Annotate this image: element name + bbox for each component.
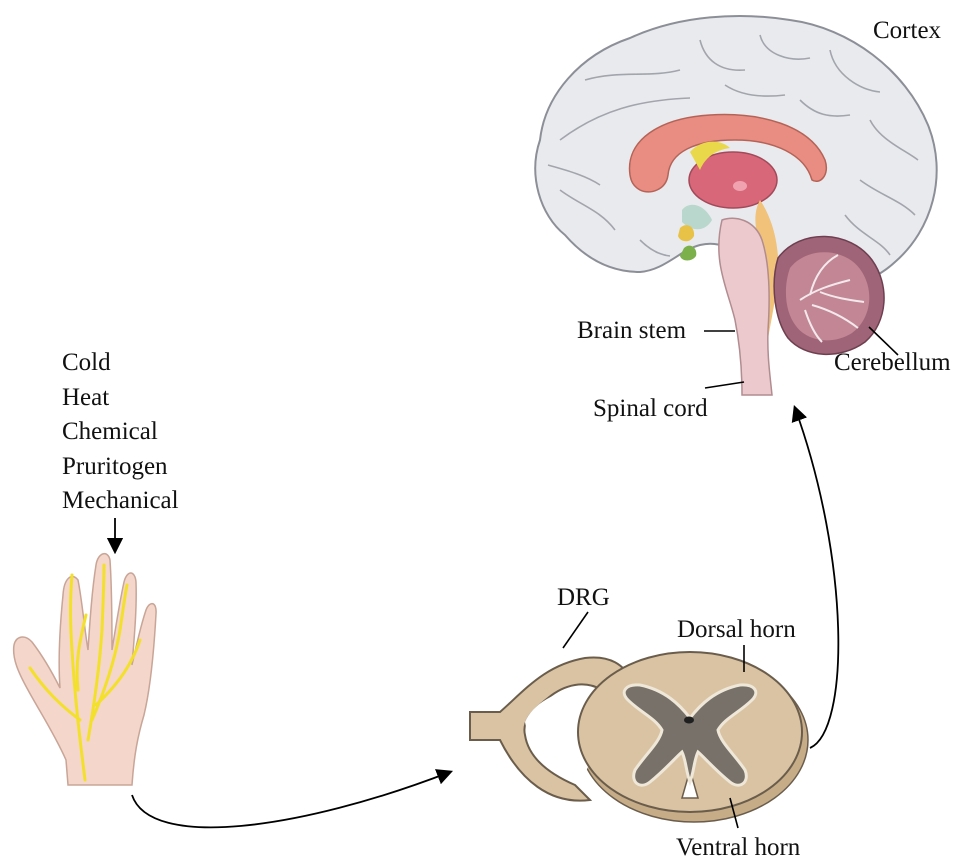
spinal-cord-cross-section [470,652,808,822]
cortex-label: Cortex [873,18,941,43]
brain-stem-shape [719,218,772,395]
stimulus-pruritogen: Pruritogen [62,450,179,485]
ventral-horn-label: Ventral horn [676,835,800,860]
stimulus-cold: Cold [62,346,179,381]
spinal-cord-label: Spinal cord [593,396,708,421]
drg-label: DRG [557,585,610,610]
hand-shape [14,554,156,785]
cerebellum-shape [774,236,884,354]
stimulus-heat: Heat [62,381,179,416]
central-canal [684,717,694,724]
drg-leader [563,612,588,648]
thalamus-highlight [733,181,747,191]
hand-to-drg-arrow [132,772,450,827]
spinal-cord-leader [705,382,744,388]
dorsal-horn-label: Dorsal horn [677,617,796,642]
stimulus-mechanical: Mechanical [62,484,179,519]
stimulus-chemical: Chemical [62,415,179,450]
stimuli-list: Cold Heat Chemical Pruritogen Mechanical [62,346,179,519]
hand-illustration [14,554,156,785]
cerebellum-label: Cerebellum [834,350,951,375]
cord-to-brain-arrow [795,408,838,748]
brain-stem-label: Brain stem [577,318,686,343]
